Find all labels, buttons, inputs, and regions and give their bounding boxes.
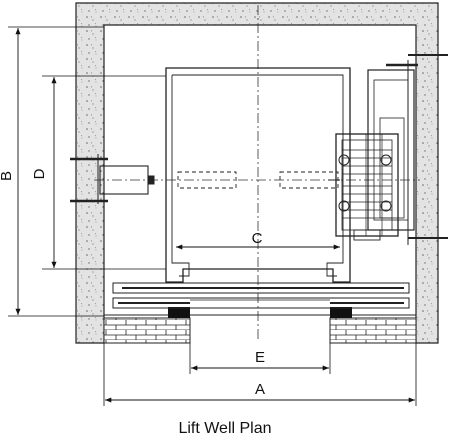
centre-lines — [94, 5, 420, 342]
dimension-c-label: C — [252, 230, 263, 247]
dimension-e-label: E — [255, 349, 265, 366]
shaft-walls — [75, 2, 439, 344]
drawing-caption: Lift Well Plan — [178, 420, 272, 437]
front-brick-walls — [103, 307, 417, 344]
dimension-c: C — [176, 230, 340, 250]
dimension-d: D — [31, 75, 166, 270]
dimension-b-label: B — [0, 171, 15, 181]
dimension-d-label: D — [31, 168, 48, 179]
dimension-e: E — [189, 343, 331, 374]
left-guide-rail — [70, 154, 155, 204]
dimension-a: A — [103, 343, 417, 406]
door-jamb-right — [330, 307, 352, 318]
dimension-a-label: A — [255, 381, 265, 398]
drive-machine-assembly — [328, 54, 448, 245]
door-jamb-left — [168, 307, 190, 318]
landing-doors — [112, 282, 410, 309]
dimension-b: B — [0, 26, 104, 317]
